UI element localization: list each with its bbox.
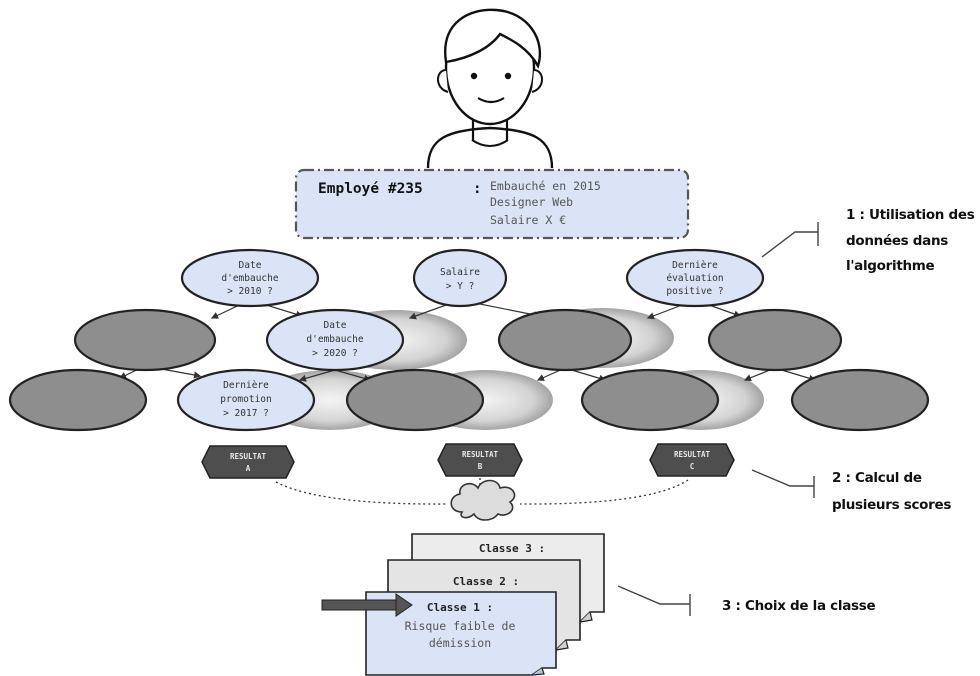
result-a-letter: A	[246, 464, 251, 473]
question-node-salary: Salaire > Y ?	[412, 248, 508, 308]
class-1-label: Classe 1 :	[427, 601, 493, 614]
q3-line-1: Dernière	[672, 260, 718, 271]
q2-line-1: Salaire	[440, 267, 480, 278]
callout-step-1: 1 : Utilisation des données dans l'algor…	[846, 207, 975, 274]
result-badge-b: RESULTAT B	[437, 443, 523, 477]
q5-line-2: promotion	[220, 394, 271, 405]
q4-line-1: Date	[324, 320, 347, 331]
result-c-letter: C	[690, 462, 695, 471]
employee-detail-role: Designer Web	[490, 195, 573, 209]
q3-line-2: évaluation	[666, 273, 723, 284]
class-3-label: Classe 3 :	[479, 542, 545, 555]
q5-line-1: Dernière	[223, 380, 269, 391]
result-a-label: RESULTAT	[230, 452, 267, 461]
question-node-hire-2010: Date d'embauche > 2010 ?	[180, 248, 320, 308]
class-1-desc-line-2: démission	[429, 636, 491, 650]
score-cloud-icon	[450, 479, 516, 521]
q3-line-3: positive ?	[666, 286, 723, 297]
result-b-letter: B	[478, 462, 483, 471]
callout-step-1-line-2: données dans	[846, 233, 948, 249]
q4-line-3: > 2020 ?	[312, 348, 358, 359]
question-node-evaluation: Dernière évaluation positive ?	[625, 248, 765, 308]
q1-line-1: Date	[239, 260, 262, 271]
question-node-promotion: Dernière promotion > 2017 ?	[176, 368, 316, 432]
callout-bracket-1	[761, 222, 819, 258]
tree-node-l3-5	[790, 368, 930, 432]
q1-line-3: > 2010 ?	[227, 286, 273, 297]
result-b-label: RESULTAT	[462, 450, 499, 459]
employee-detail-hire: Embauché en 2015	[490, 179, 601, 193]
employee-info-card: Employé #235 : Embauché en 2015 Designer…	[294, 168, 690, 240]
employee-detail-salary: Salaire X €	[490, 213, 566, 227]
callout-bracket-2	[751, 469, 815, 498]
callout-step-3: 3 : Choix de la classe	[722, 598, 876, 614]
callout-bracket-3	[617, 585, 691, 616]
tree-node-l2-4	[707, 308, 843, 372]
class-2-label: Classe 2 :	[453, 575, 519, 588]
result-badge-a: RESULTAT A	[201, 445, 295, 479]
result-badge-c: RESULTAT C	[649, 443, 735, 477]
q2-line-2: > Y ?	[446, 281, 475, 292]
callout-step-1-line-1: 1 : Utilisation des	[846, 207, 975, 223]
callout-step-2: 2 : Calcul de plusieurs scores	[832, 470, 952, 513]
tree-node-l3-4	[580, 368, 720, 432]
callout-step-2-line-1: 2 : Calcul de	[832, 470, 922, 486]
tree-node-l2-1	[73, 308, 217, 372]
class-card-1: Classe 1 : Risque faible de démission	[365, 591, 557, 676]
callout-step-1-line-3: l'algorithme	[846, 258, 935, 274]
employee-separator: :	[473, 181, 481, 197]
question-node-hire-2020: Date d'embauche > 2020 ?	[265, 308, 405, 372]
q1-line-2: d'embauche	[221, 273, 278, 284]
q5-line-3: > 2017 ?	[223, 408, 269, 419]
tree-node-l3-3	[345, 368, 485, 432]
result-c-label: RESULTAT	[674, 450, 711, 459]
tree-node-l2-3	[497, 308, 633, 372]
callout-step-2-line-2: plusieurs scores	[832, 497, 951, 513]
tree-node-l3-1	[8, 368, 148, 432]
class-1-desc-line-1: Risque faible de	[405, 619, 516, 633]
callout-step-3-line-1: 3 : Choix de la classe	[722, 598, 875, 614]
employee-id: Employé #235	[318, 181, 423, 197]
q4-line-2: d'embauche	[306, 334, 363, 345]
employee-avatar-icon	[426, 8, 554, 169]
selected-class-arrow-icon	[321, 593, 413, 617]
